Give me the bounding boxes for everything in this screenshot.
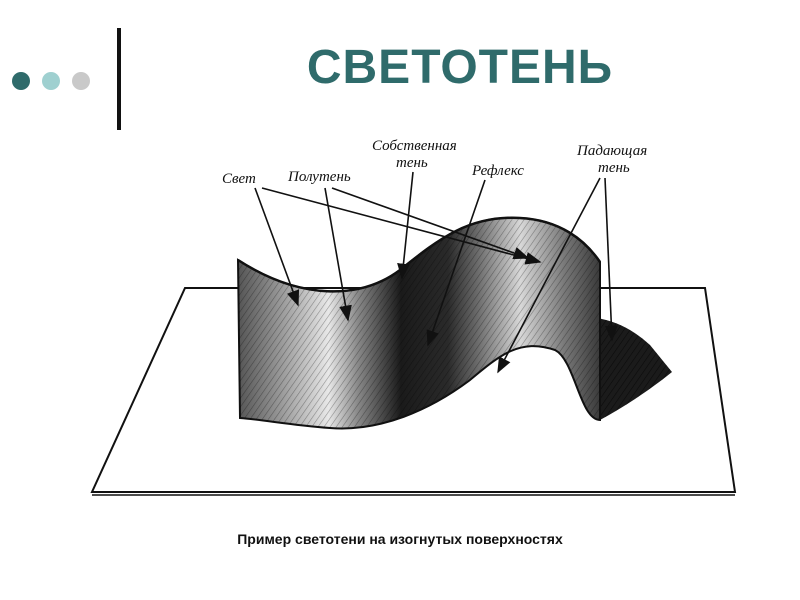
dot-gray <box>72 72 90 90</box>
label-own-shadow-2: тень <box>396 155 428 171</box>
slide-caption: Пример светотени на изогнутых поверхност… <box>237 531 563 547</box>
label-cast-shadow-1: Падающая <box>576 143 647 159</box>
label-cast-shadow-2: тень <box>598 160 630 176</box>
pointer-arrows <box>254 171 618 374</box>
dot-light <box>42 72 60 90</box>
slide-bullet-dots <box>12 72 90 90</box>
label-reflex: Рефлекс <box>471 163 524 179</box>
title-divider <box>117 28 121 130</box>
slide-title: СВЕТОТЕНЬ <box>306 41 614 94</box>
label-own-shadow-1: Собственная <box>372 138 457 154</box>
dot-dark <box>12 72 30 90</box>
label-light: Свет <box>222 171 256 187</box>
label-halftone: Полутень <box>287 169 351 185</box>
